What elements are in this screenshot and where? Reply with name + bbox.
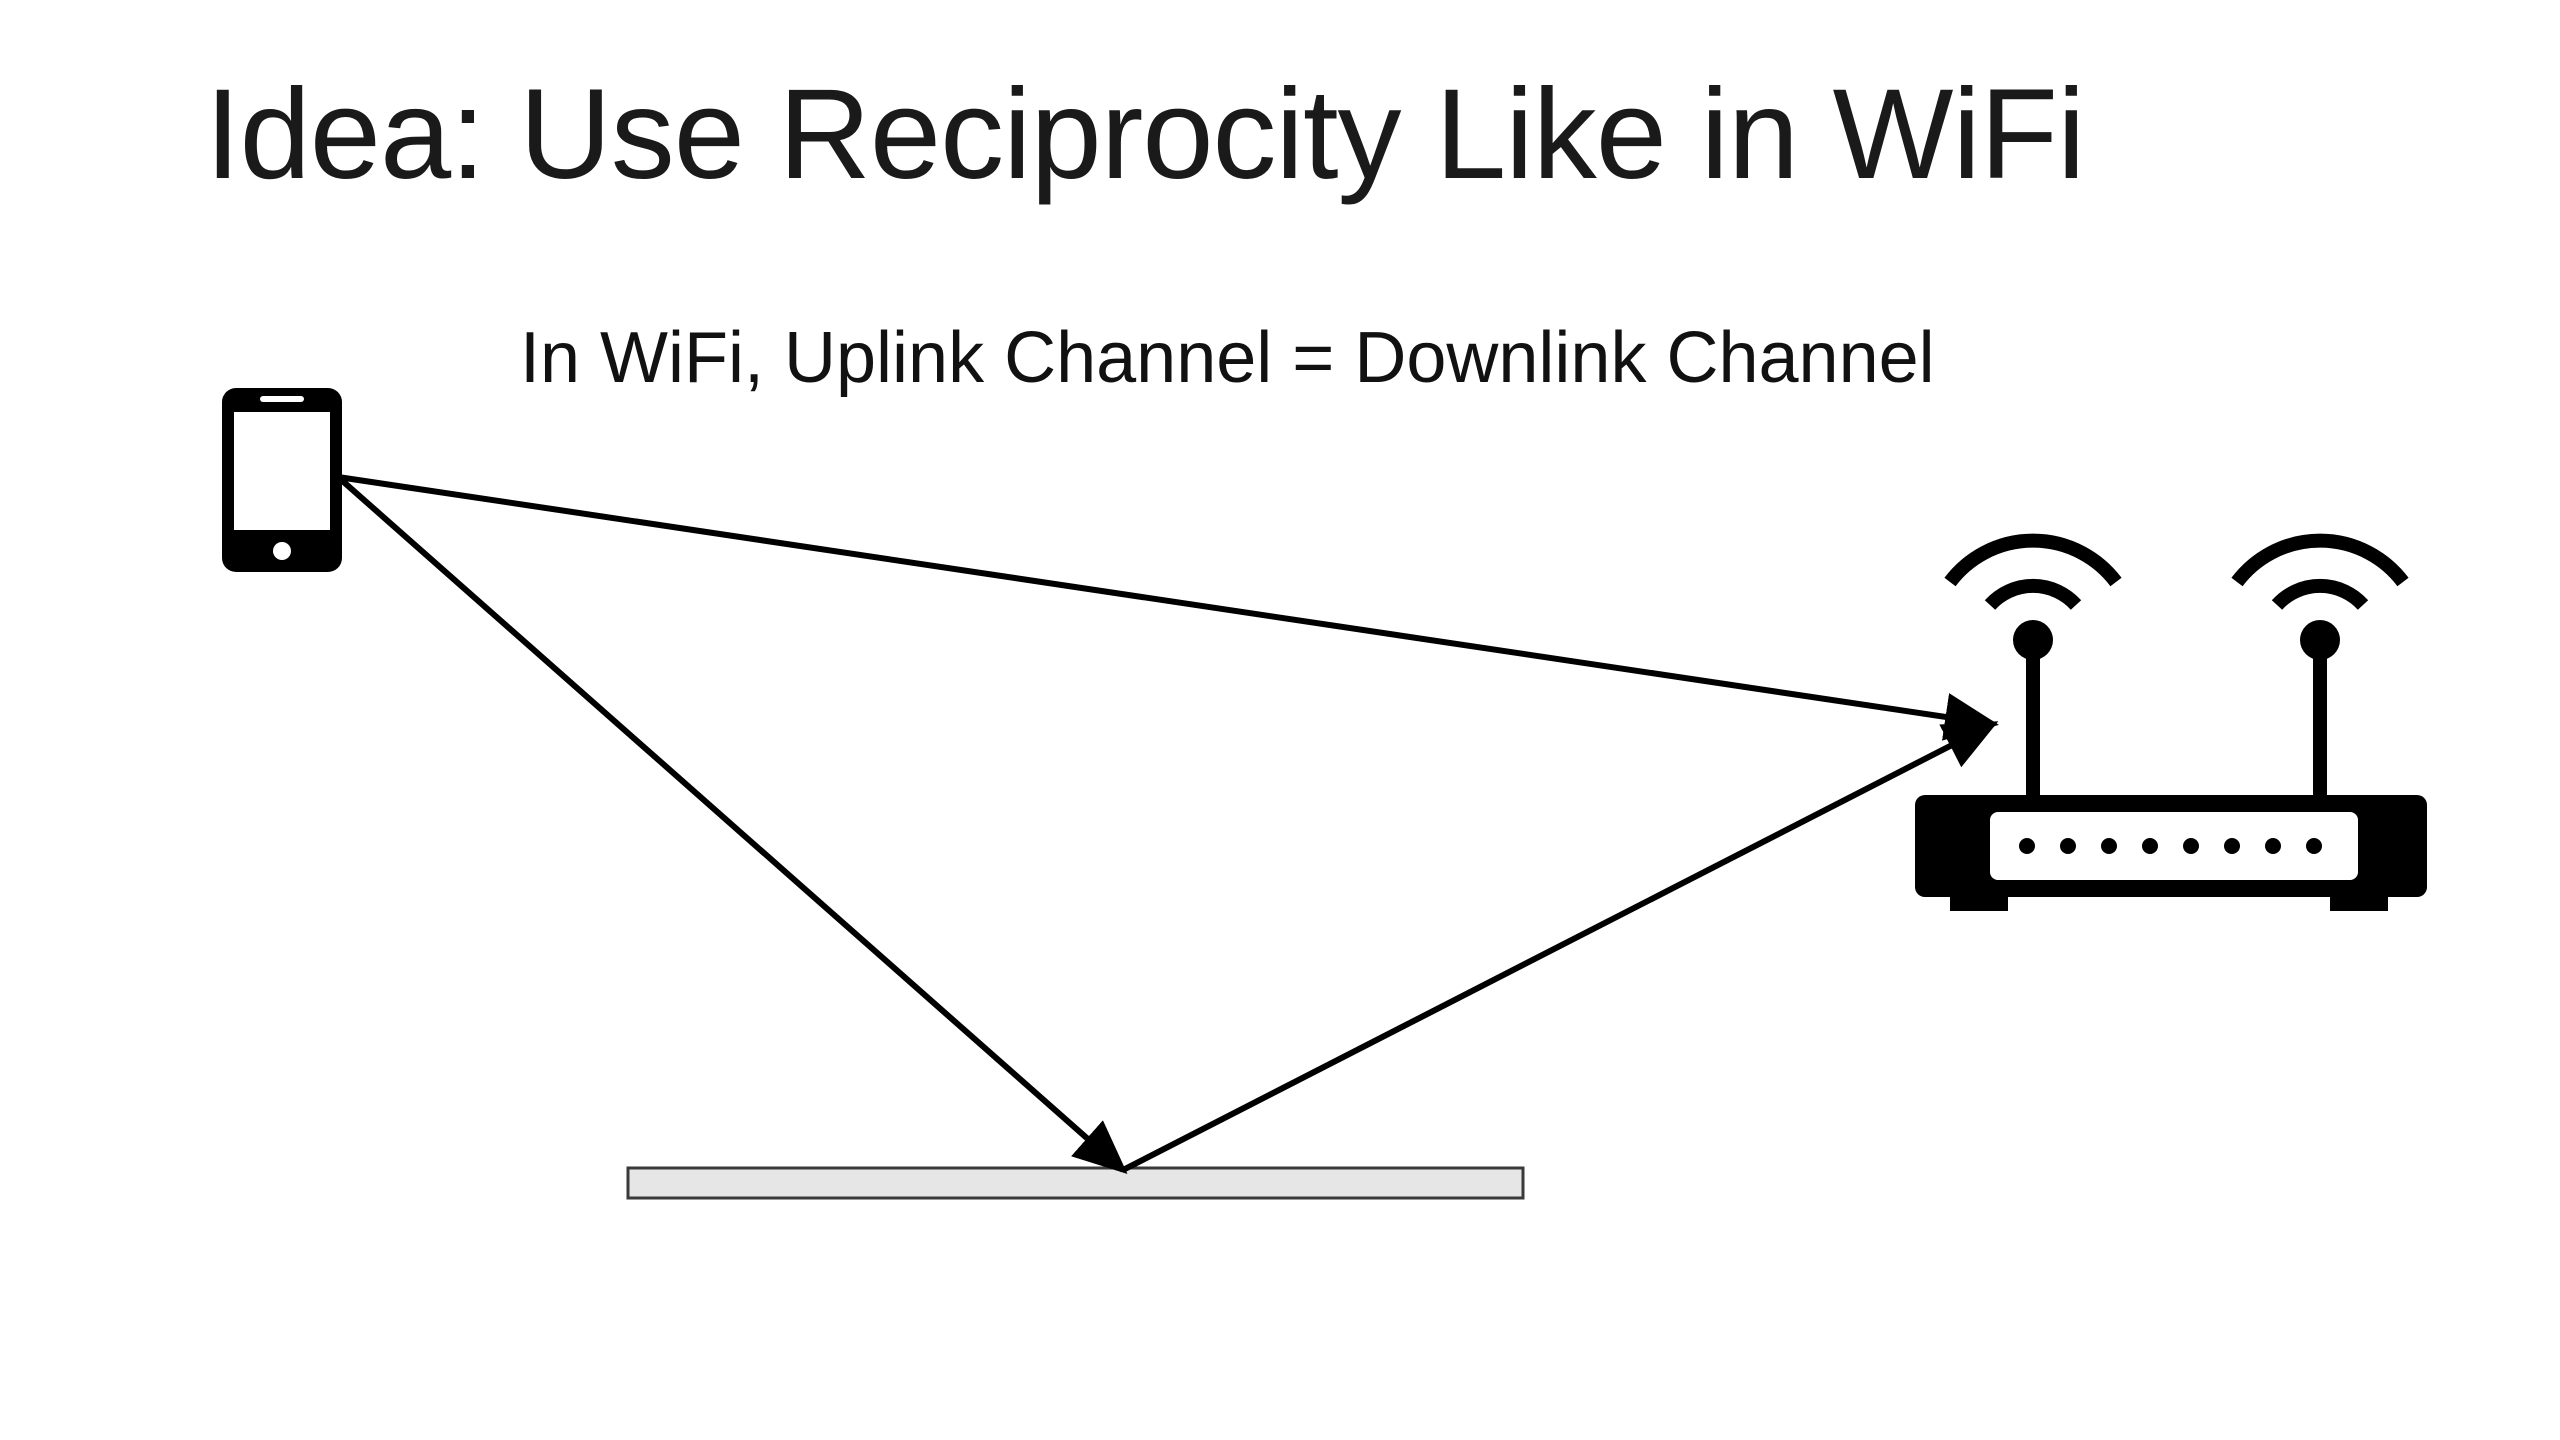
slide-title: Idea: Use Reciprocity Like in WiFi [205, 63, 2085, 206]
reflected-path-arrow [1121, 721, 1999, 1173]
incident-path-arrow [336, 474, 1128, 1174]
wifi-router-icon [1915, 533, 2427, 911]
reflector-surface [626, 1166, 1525, 1200]
smartphone-icon [222, 388, 342, 572]
slide-subtitle: In WiFi, Uplink Channel = Downlink Chann… [520, 318, 1935, 398]
direct-path-arrow [337, 474, 1999, 741]
